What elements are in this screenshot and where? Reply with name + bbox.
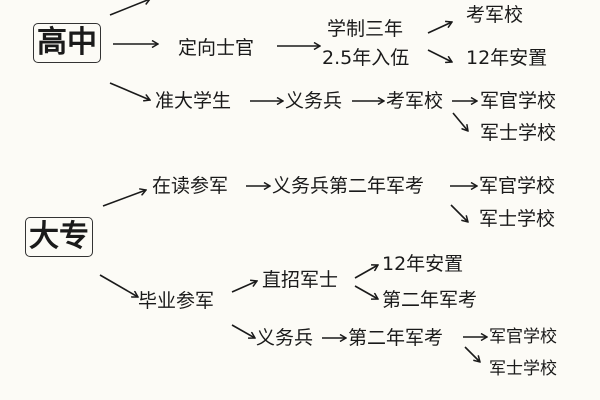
- node-high-school: 高中: [33, 23, 101, 63]
- node-officer-school-2: 军官学校: [489, 327, 557, 347]
- arrow: [354, 265, 378, 279]
- node-studying-path: 义务兵第二年军考: [272, 175, 425, 197]
- node-officer-school: 军官学校: [479, 175, 556, 197]
- node-college: 大专: [25, 217, 93, 257]
- arrow: [109, 0, 150, 16]
- node-directed-years: 学制三年: [327, 18, 404, 40]
- arrow: [450, 204, 468, 222]
- node-studying: 在读参军: [152, 175, 229, 197]
- arrow: [427, 22, 452, 34]
- arrow: [109, 82, 150, 100]
- node-officer-school: 军官学校: [480, 90, 557, 112]
- node-compulsory-exam: 第二年军考: [348, 327, 444, 349]
- node-directed-enlist: 2.5年入伍: [322, 47, 410, 69]
- arrow: [354, 285, 378, 299]
- node-nco-school-2: 军士学校: [489, 359, 557, 379]
- arrow: [464, 346, 480, 362]
- arrow: [102, 190, 146, 207]
- arrow: [231, 281, 257, 293]
- node-nco-school: 军士学校: [480, 122, 557, 144]
- node-direct-nco: 直招军士: [262, 269, 339, 291]
- node-directed-nco: 定向士官: [178, 37, 255, 59]
- arrow: [231, 324, 255, 338]
- arrow: [452, 112, 468, 131]
- node-placement: 12年安置: [466, 47, 548, 69]
- node-nco-school: 军士学校: [479, 208, 556, 230]
- node-prep-exam: 考军校: [386, 90, 444, 112]
- node-exam-school: 考军校: [466, 4, 524, 26]
- arrow: [427, 49, 452, 62]
- arrow: [99, 274, 138, 297]
- node-graduate: 毕业参军: [138, 290, 215, 312]
- node-prep: 准大学生: [155, 90, 232, 112]
- node-compulsory: 义务兵: [285, 90, 343, 112]
- node-placement: 12年安置: [382, 253, 464, 275]
- node-compulsory: 义务兵: [256, 327, 314, 349]
- node-second-year-exam: 第二年军考: [382, 289, 478, 311]
